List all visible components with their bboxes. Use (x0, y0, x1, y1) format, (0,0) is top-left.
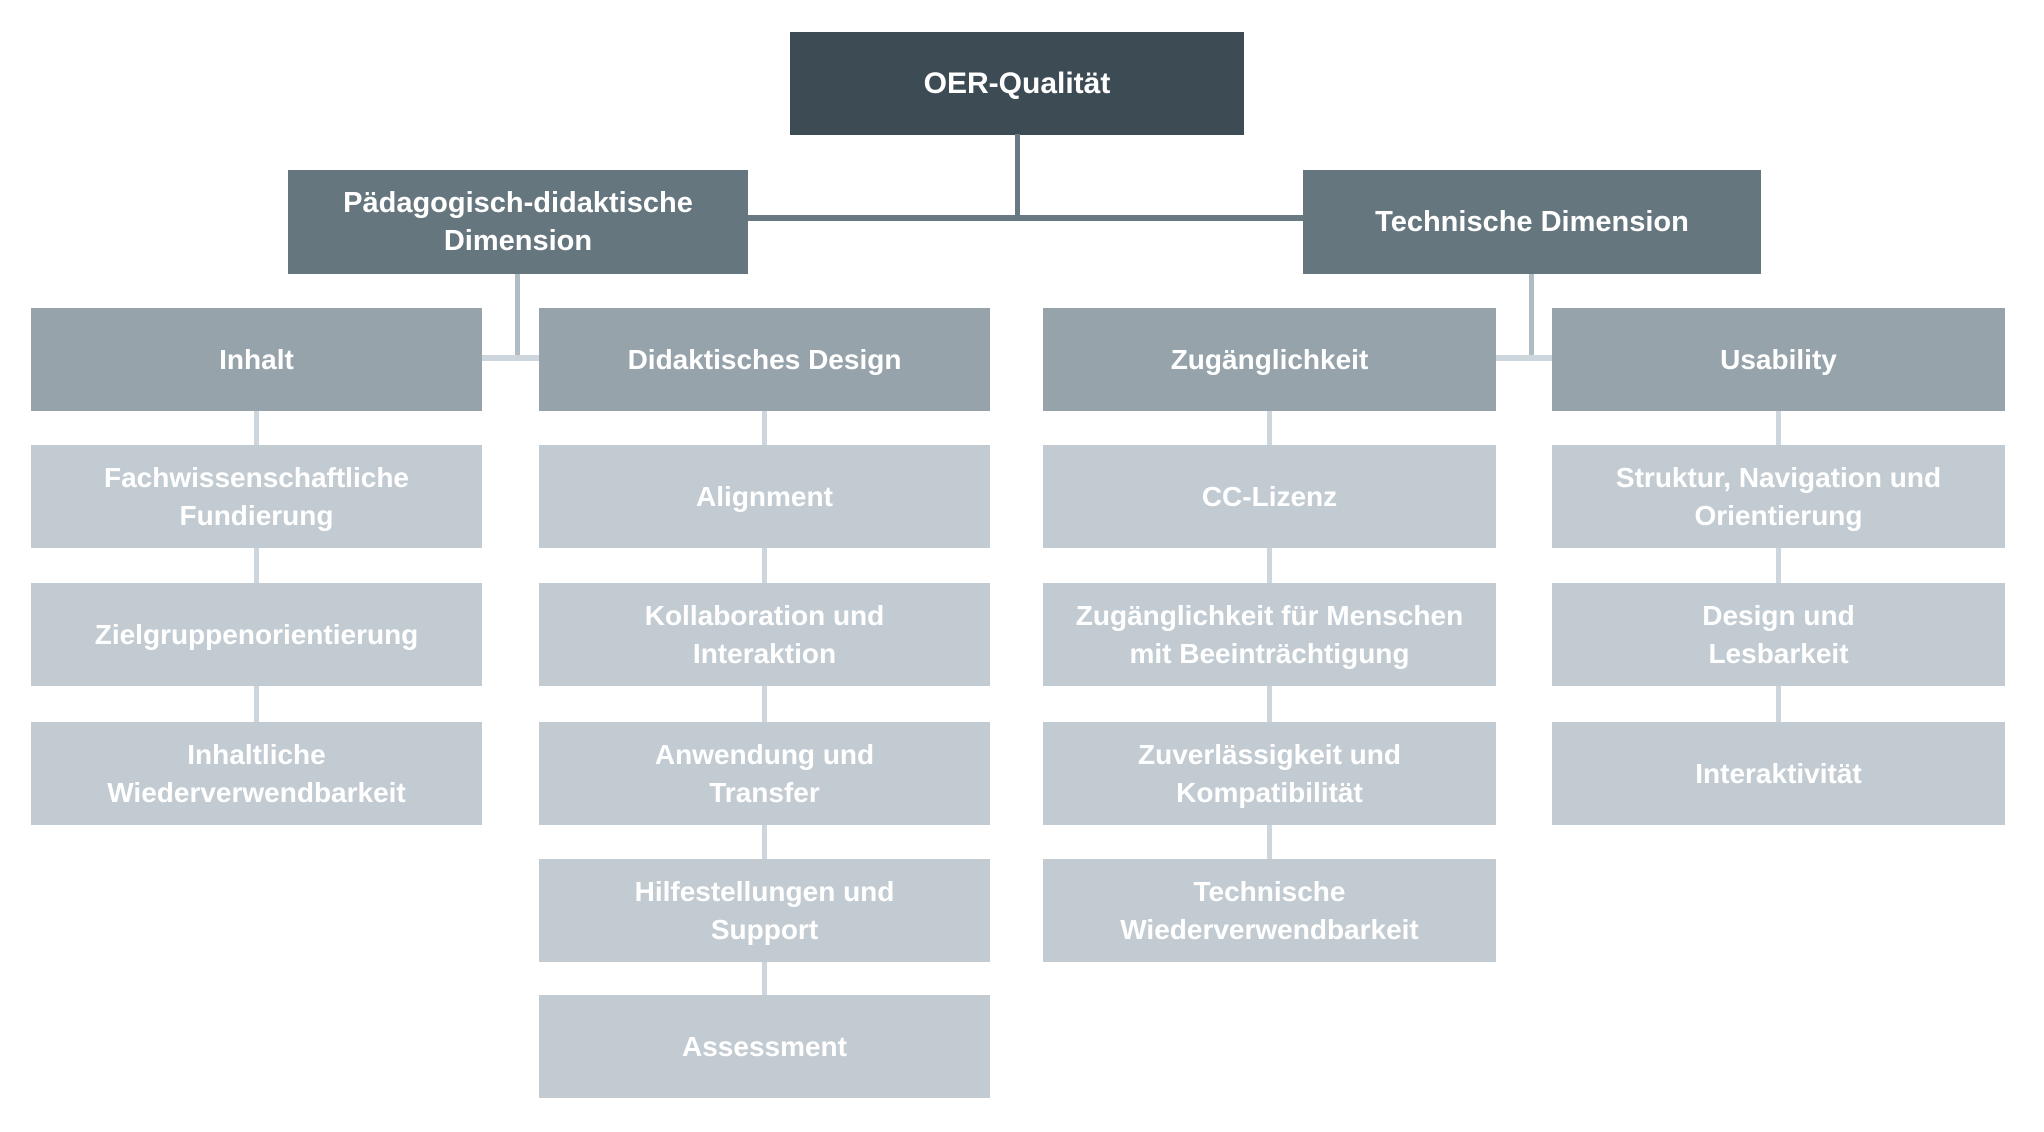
item-inhalt-1: Zielgruppenorientierung (31, 583, 482, 686)
item-zugaenglichkeit-2-label: Zuverlässigkeit und Kompatibilität (1138, 738, 1401, 808)
connector-zugaenglichkeit-seg-0 (1267, 411, 1272, 445)
connector-didaktisches-design-seg-0 (762, 411, 767, 445)
node-technische-dimension-label: Technische Dimension (1375, 206, 1689, 238)
connector-zugaenglichkeit-seg-2 (1267, 686, 1272, 722)
item-usability-1: Design und Lesbarkeit (1552, 583, 2005, 686)
column-header-zugaenglichkeit: Zugänglichkeit (1043, 308, 1496, 411)
item-didaktisches-design-3: Hilfestellungen und Support (539, 859, 990, 962)
column-header-zugaenglichkeit-label: Zugänglichkeit (1170, 343, 1369, 375)
item-usability-1-label: Design und Lesbarkeit (1702, 599, 1855, 669)
node-paedagogisch-didaktische-dimension: Pädagogisch-didaktische Dimension (288, 170, 748, 274)
item-inhalt-2-label: Inhaltliche Wiederverwendbarkeit (107, 738, 406, 808)
connector-root-vertical (1015, 134, 1020, 218)
connector-didaktisches-design-seg-1 (762, 548, 767, 583)
item-didaktisches-design-4-label: Assessment (682, 1030, 847, 1062)
connector-zugaenglichkeit-seg-1 (1267, 548, 1272, 583)
item-didaktisches-design-0-label: Alignment (696, 480, 833, 512)
item-zugaenglichkeit-1: Zugänglichkeit für Menschen mit Beeinträ… (1043, 583, 1496, 686)
item-usability-0: Struktur, Navigation und Orientierung (1552, 445, 2005, 548)
item-didaktisches-design-2-label: Anwendung und Transfer (654, 738, 875, 808)
item-didaktisches-design-1-label: Kollaboration und Interaktion (644, 599, 885, 669)
column-header-inhalt-label: Inhalt (219, 343, 294, 375)
item-inhalt-1-label: Zielgruppenorientierung (94, 618, 419, 650)
connector-didaktisches-design-seg-3 (762, 825, 767, 859)
connector-paedagogisch-vertical (515, 274, 520, 358)
connector-inhalt-seg-1 (254, 548, 259, 583)
node-paedagogisch-didaktische-dimension-label: Pädagogisch-didaktische Dimension (343, 187, 693, 257)
connector-inhalt-seg-2 (254, 686, 259, 722)
item-zugaenglichkeit-3-label: Technische Wiederverwendbarkeit (1120, 875, 1419, 945)
item-didaktisches-design-0: Alignment (539, 445, 990, 548)
column-header-inhalt: Inhalt (31, 308, 482, 411)
connector-dimensions-crossbar (748, 215, 1303, 221)
item-usability-2: Interaktivität (1552, 722, 2005, 825)
item-inhalt-2: Inhaltliche Wiederverwendbarkeit (31, 722, 482, 825)
connector-usability-seg-0 (1776, 411, 1781, 445)
item-usability-0-label: Struktur, Navigation und Orientierung (1615, 461, 1942, 531)
column-header-didaktisches-design-label: Didaktisches Design (627, 343, 902, 375)
item-zugaenglichkeit-2: Zuverlässigkeit und Kompatibilität (1043, 722, 1496, 825)
connector-stub-right (1496, 355, 1552, 361)
column-header-didaktisches-design: Didaktisches Design (539, 308, 990, 411)
item-usability-2-label: Interaktivität (1695, 757, 1862, 789)
item-didaktisches-design-4: Assessment (539, 995, 990, 1098)
connector-inhalt-seg-0 (254, 411, 259, 445)
item-inhalt-0: Fachwissenschaftliche Fundierung (31, 445, 482, 548)
item-didaktisches-design-3-label: Hilfestellungen und Support (634, 875, 895, 945)
column-header-usability: Usability (1552, 308, 2005, 411)
item-zugaenglichkeit-1-label: Zugänglichkeit für Menschen mit Beeinträ… (1075, 599, 1464, 669)
connector-technisch-vertical (1529, 274, 1534, 358)
item-inhalt-0-label: Fachwissenschaftliche Fundierung (103, 461, 409, 531)
connector-zugaenglichkeit-seg-3 (1267, 825, 1272, 859)
node-technische-dimension: Technische Dimension (1303, 170, 1761, 274)
item-didaktisches-design-2: Anwendung und Transfer (539, 722, 990, 825)
column-header-usability-label: Usability (1720, 343, 1837, 375)
node-oer-qualitaet: OER-Qualität (790, 32, 1244, 135)
connector-usability-seg-1 (1776, 548, 1781, 583)
node-oer-qualitaet-label: OER-Qualität (923, 66, 1111, 100)
connector-usability-seg-2 (1776, 686, 1781, 722)
item-zugaenglichkeit-0: CC-Lizenz (1043, 445, 1496, 548)
connector-stub-left (482, 355, 539, 361)
item-didaktisches-design-1: Kollaboration und Interaktion (539, 583, 990, 686)
connector-didaktisches-design-seg-2 (762, 686, 767, 722)
item-zugaenglichkeit-0-label: CC-Lizenz (1201, 480, 1338, 512)
item-zugaenglichkeit-3: Technische Wiederverwendbarkeit (1043, 859, 1496, 962)
connector-didaktisches-design-seg-4 (762, 962, 767, 995)
